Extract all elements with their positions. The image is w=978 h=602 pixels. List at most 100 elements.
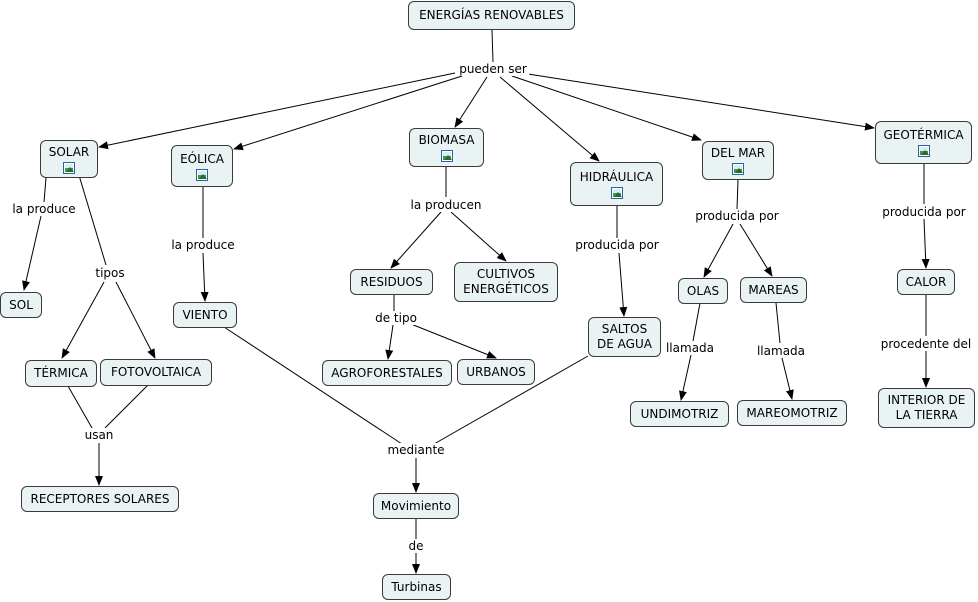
node-undimotriz-label: UNDIMOTRIZ <box>640 406 719 421</box>
line-termica-usan <box>67 385 93 429</box>
node-geotermica[interactable]: GEOTÉRMICA <box>875 121 972 164</box>
node-urbanos-label: URBANOS <box>466 364 526 379</box>
node-energias-renovables[interactable]: ENERGÍAS RENOVABLES <box>408 1 575 30</box>
node-fotovoltaica[interactable]: FOTOVOLTAICA <box>100 359 212 386</box>
line-de-tipo-agroforestales <box>385 324 394 360</box>
line-la-produce-viento <box>200 252 209 302</box>
line-la-producen-cultivos <box>450 211 507 262</box>
line-llamada-mareomotriz <box>781 357 794 400</box>
line-viento-mediante <box>223 326 403 445</box>
line-solar-tipos <box>77 171 107 266</box>
image-icon[interactable] <box>440 150 453 162</box>
line-producida-por-olas <box>703 223 734 278</box>
link-biomasa-la-producen[interactable]: la producen <box>408 198 484 212</box>
link-hidraulica-producida-por[interactable]: producida por <box>573 238 661 252</box>
node-turbinas[interactable]: Turbinas <box>382 574 451 600</box>
node-solar-label: SOLAR <box>48 144 90 159</box>
node-biomasa[interactable]: BIOMASA <box>409 128 484 167</box>
node-interior-de-la-tierra-label: INTERIOR DE LA TIERRA <box>887 393 966 422</box>
node-residuos-label: RESIDUOS <box>360 274 423 289</box>
node-undimotriz[interactable]: UNDIMOTRIZ <box>630 401 729 427</box>
line-tipos-fotovoltaica <box>115 281 156 359</box>
link-mediante[interactable]: mediante <box>385 443 447 457</box>
node-receptores-solares[interactable]: RECEPTORES SOLARES <box>21 486 179 512</box>
image-icon[interactable] <box>610 186 623 199</box>
node-eolica-label: EÓLICA <box>180 151 224 166</box>
line-mareas-llamada <box>775 302 781 344</box>
node-viento[interactable]: VIENTO <box>173 302 237 328</box>
node-sol-label: SOL <box>9 297 33 312</box>
node-interior-de-la-tierra[interactable]: INTERIOR DE LA TIERRA <box>878 388 975 428</box>
link-usan[interactable]: usan <box>82 428 116 442</box>
line-tipos-termica <box>61 281 105 359</box>
node-urbanos[interactable]: URBANOS <box>457 359 535 385</box>
node-saltos-de-agua-label: SALTOS DE AGUA <box>597 322 652 351</box>
node-hidraulica[interactable]: HIDRÁULICA <box>570 162 663 206</box>
line-producida-por-calor <box>921 218 930 269</box>
image-icon[interactable] <box>196 168 208 181</box>
node-olas[interactable]: OLAS <box>678 278 728 304</box>
node-movimiento-label: Movimiento <box>380 498 452 513</box>
node-solar[interactable]: SOLAR <box>40 140 98 178</box>
node-movimiento[interactable]: Movimiento <box>373 493 459 519</box>
node-mareas[interactable]: MAREAS <box>740 277 807 303</box>
node-termica[interactable]: TÉRMICA <box>25 360 97 387</box>
node-energias-renovables-label: ENERGÍAS RENOVABLES <box>419 8 564 22</box>
node-agroforestales-label: AGROFORESTALES <box>331 365 443 380</box>
line-saltos-mediante <box>433 355 589 445</box>
line-to-hidraulica <box>499 76 600 162</box>
link-de-tipo[interactable]: de tipo <box>373 311 419 325</box>
node-saltos-de-agua[interactable]: SALTOS DE AGUA <box>588 317 661 357</box>
link-pueden-ser[interactable]: pueden ser <box>457 62 529 76</box>
image-icon[interactable] <box>63 161 75 174</box>
line-fotovoltaica-usan <box>104 384 149 429</box>
node-turbinas-label: Turbinas <box>391 579 442 594</box>
link-geotermica-producida-por[interactable]: producida por <box>880 205 968 219</box>
node-biomasa-label: BIOMASA <box>418 133 475 147</box>
image-icon[interactable] <box>732 163 744 175</box>
node-eolica[interactable]: EÓLICA <box>171 145 233 187</box>
link-mareas-llamada[interactable]: llamada <box>754 344 808 358</box>
node-sol[interactable]: SOL <box>0 292 42 318</box>
node-geotermica-label: GEOTÉRMICA <box>883 128 964 142</box>
node-receptores-solares-label: RECEPTORES SOLARES <box>30 491 170 506</box>
node-mareomotriz-label: MAREOMOTRIZ <box>746 405 838 420</box>
line-de-tipo-urbanos <box>410 323 497 359</box>
node-termica-label: TÉRMICA <box>34 366 88 380</box>
node-cultivos-energeticos[interactable]: CULTIVOS ENERGÉTICOS <box>454 262 558 302</box>
link-solar-la-produce[interactable]: la produce <box>10 202 78 216</box>
line-llamada-undimotriz <box>679 354 692 401</box>
line-la-produce-sol <box>22 215 42 291</box>
line-to-delmar <box>511 75 702 141</box>
line-producida-por-saltos <box>618 252 628 317</box>
line-to-biomasa <box>454 76 488 128</box>
line-olas-llamada <box>692 302 701 342</box>
node-agroforestales[interactable]: AGROFORESTALES <box>322 360 452 386</box>
line-to-eolica <box>233 75 463 151</box>
node-hidraulica-label: HIDRÁULICA <box>579 169 654 184</box>
line-delmar-producida-por <box>736 179 739 210</box>
link-de[interactable]: de <box>406 539 426 553</box>
node-del-mar[interactable]: DEL MAR <box>702 141 774 180</box>
link-eolica-la-produce[interactable]: la produce <box>169 238 237 252</box>
node-mareomotriz[interactable]: MAREOMOTRIZ <box>737 400 847 426</box>
node-del-mar-label: DEL MAR <box>710 146 766 160</box>
link-procedente-del[interactable]: procedente del <box>878 337 974 351</box>
node-calor[interactable]: CALOR <box>897 269 955 295</box>
line-producida-por-mareas <box>739 223 773 277</box>
node-mareas-label: MAREAS <box>748 282 799 297</box>
image-icon[interactable] <box>917 145 930 157</box>
link-delmar-producida-por[interactable]: producida por <box>693 209 781 223</box>
node-viento-label: VIENTO <box>182 307 228 322</box>
link-olas-llamada[interactable]: llamada <box>663 341 717 355</box>
line-to-solar <box>98 72 456 150</box>
line-la-producen-residuos <box>390 211 442 269</box>
node-olas-label: OLAS <box>686 283 720 298</box>
line-root-pueden-ser <box>491 29 494 63</box>
line-solar-la-produce <box>43 177 47 203</box>
line-to-geotermica <box>527 73 875 131</box>
link-solar-tipos[interactable]: tipos <box>93 266 127 280</box>
node-residuos[interactable]: RESIDUOS <box>350 269 433 295</box>
node-cultivos-energeticos-label: CULTIVOS ENERGÉTICOS <box>463 267 549 296</box>
